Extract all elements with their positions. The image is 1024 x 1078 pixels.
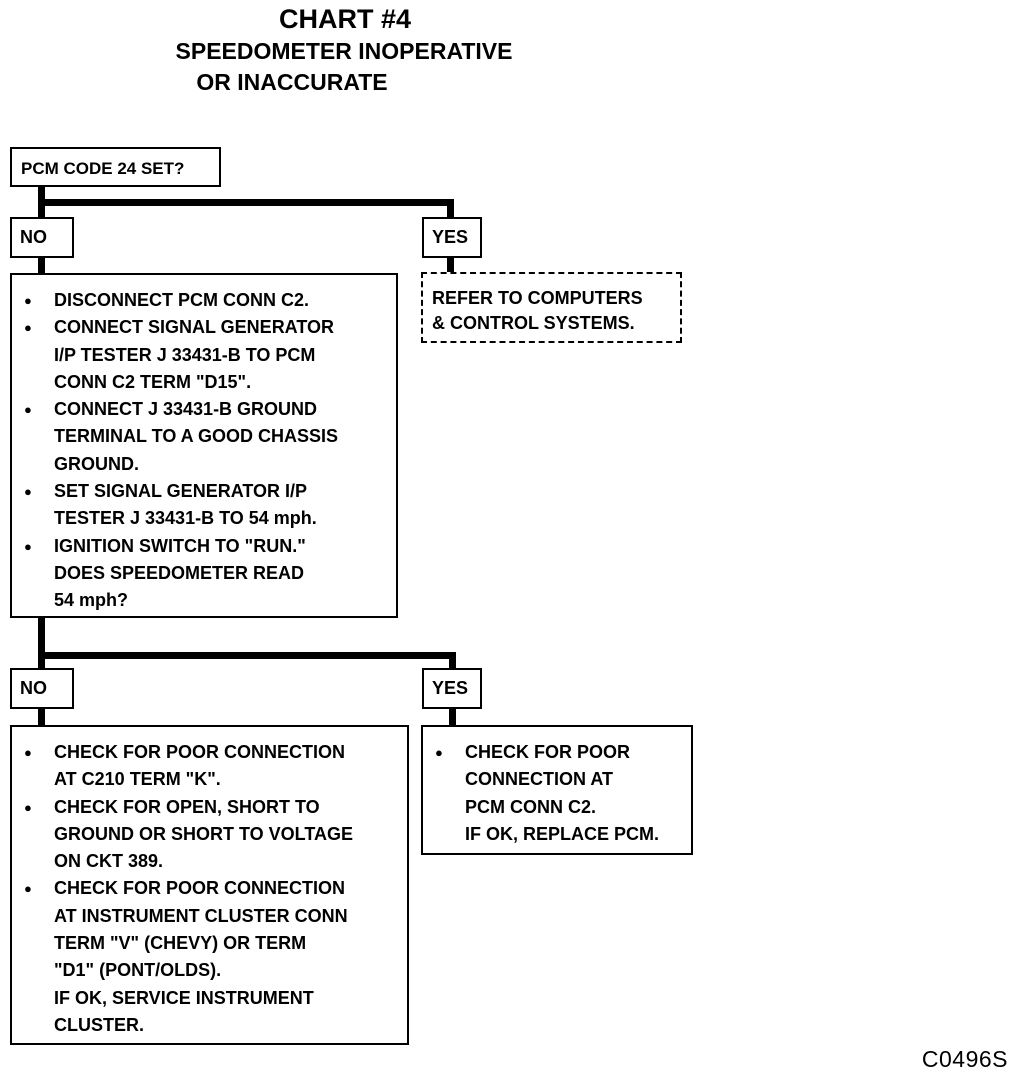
- branch1-no-steps-box: DISCONNECT PCM CONN C2. CONNECT SIGNAL G…: [10, 273, 398, 618]
- branch2-no-text: NO: [20, 678, 47, 698]
- connector-no2-to-steps: [38, 708, 45, 726]
- branch2-yes-steps-list: CHECK FOR POOR CONNECTION AT PCM CONN C2…: [423, 739, 691, 848]
- chart-subtitle-line1: SPEEDOMETER INOPERATIVE: [175, 38, 513, 64]
- branch1-no-text: NO: [20, 227, 47, 247]
- branch2-yes-text: YES: [432, 678, 469, 698]
- connector-branch1-yes-down: [447, 199, 454, 218]
- step-item: SET SIGNAL GENERATOR I/P TESTER J 33431-…: [12, 478, 396, 533]
- connector-branch2-yes-down: [449, 652, 456, 669]
- branch2-no-label: NO: [10, 668, 74, 709]
- branch1-yes-text: YES: [432, 227, 469, 247]
- step-item: CHECK FOR OPEN, SHORT TO GROUND OR SHORT…: [12, 794, 407, 876]
- branch1-no-steps-list: DISCONNECT PCM CONN C2. CONNECT SIGNAL G…: [12, 287, 396, 615]
- start-question-text: PCM CODE 24 SET?: [21, 159, 185, 178]
- chart-title: CHART #4: [278, 4, 412, 34]
- branch1-yes-note-text: REFER TO COMPUTERS & CONTROL SYSTEMS.: [432, 288, 643, 333]
- step-item: CHECK FOR POOR CONNECTION AT INSTRUMENT …: [12, 875, 407, 1039]
- branch2-yes-steps-box: CHECK FOR POOR CONNECTION AT PCM CONN C2…: [421, 725, 693, 855]
- step-item: CONNECT J 33431-B GROUND TERMINAL TO A G…: [12, 396, 396, 478]
- step-item: CHECK FOR POOR CONNECTION AT PCM CONN C2…: [423, 739, 691, 848]
- step-item: IGNITION SWITCH TO "RUN." DOES SPEEDOMET…: [12, 533, 396, 615]
- branch1-yes-label: YES: [422, 217, 482, 258]
- connector-branch1-horizontal: [38, 199, 454, 206]
- connector-yes1-to-note: [447, 257, 454, 273]
- branch2-no-steps-list: CHECK FOR POOR CONNECTION AT C210 TERM "…: [12, 739, 407, 1039]
- figure-code: C0496S: [921, 1046, 1008, 1072]
- branch1-no-label: NO: [10, 217, 74, 258]
- step-item: CONNECT SIGNAL GENERATOR I/P TESTER J 33…: [12, 314, 396, 396]
- chart-subtitle-line2: OR INACCURATE: [196, 69, 388, 95]
- branch2-yes-label: YES: [422, 668, 482, 709]
- branch2-no-steps-box: CHECK FOR POOR CONNECTION AT C210 TERM "…: [10, 725, 409, 1045]
- step-item: CHECK FOR POOR CONNECTION AT C210 TERM "…: [12, 739, 407, 794]
- connector-yes2-to-steps: [449, 708, 456, 726]
- connector-branch2-horizontal: [38, 652, 456, 659]
- step-item: DISCONNECT PCM CONN C2.: [12, 287, 396, 315]
- connector-steps-down: [38, 617, 45, 669]
- branch1-yes-note-box: REFER TO COMPUTERS & CONTROL SYSTEMS.: [421, 272, 682, 343]
- start-question-box: PCM CODE 24 SET?: [10, 147, 221, 187]
- connector-no1-to-steps: [38, 257, 45, 274]
